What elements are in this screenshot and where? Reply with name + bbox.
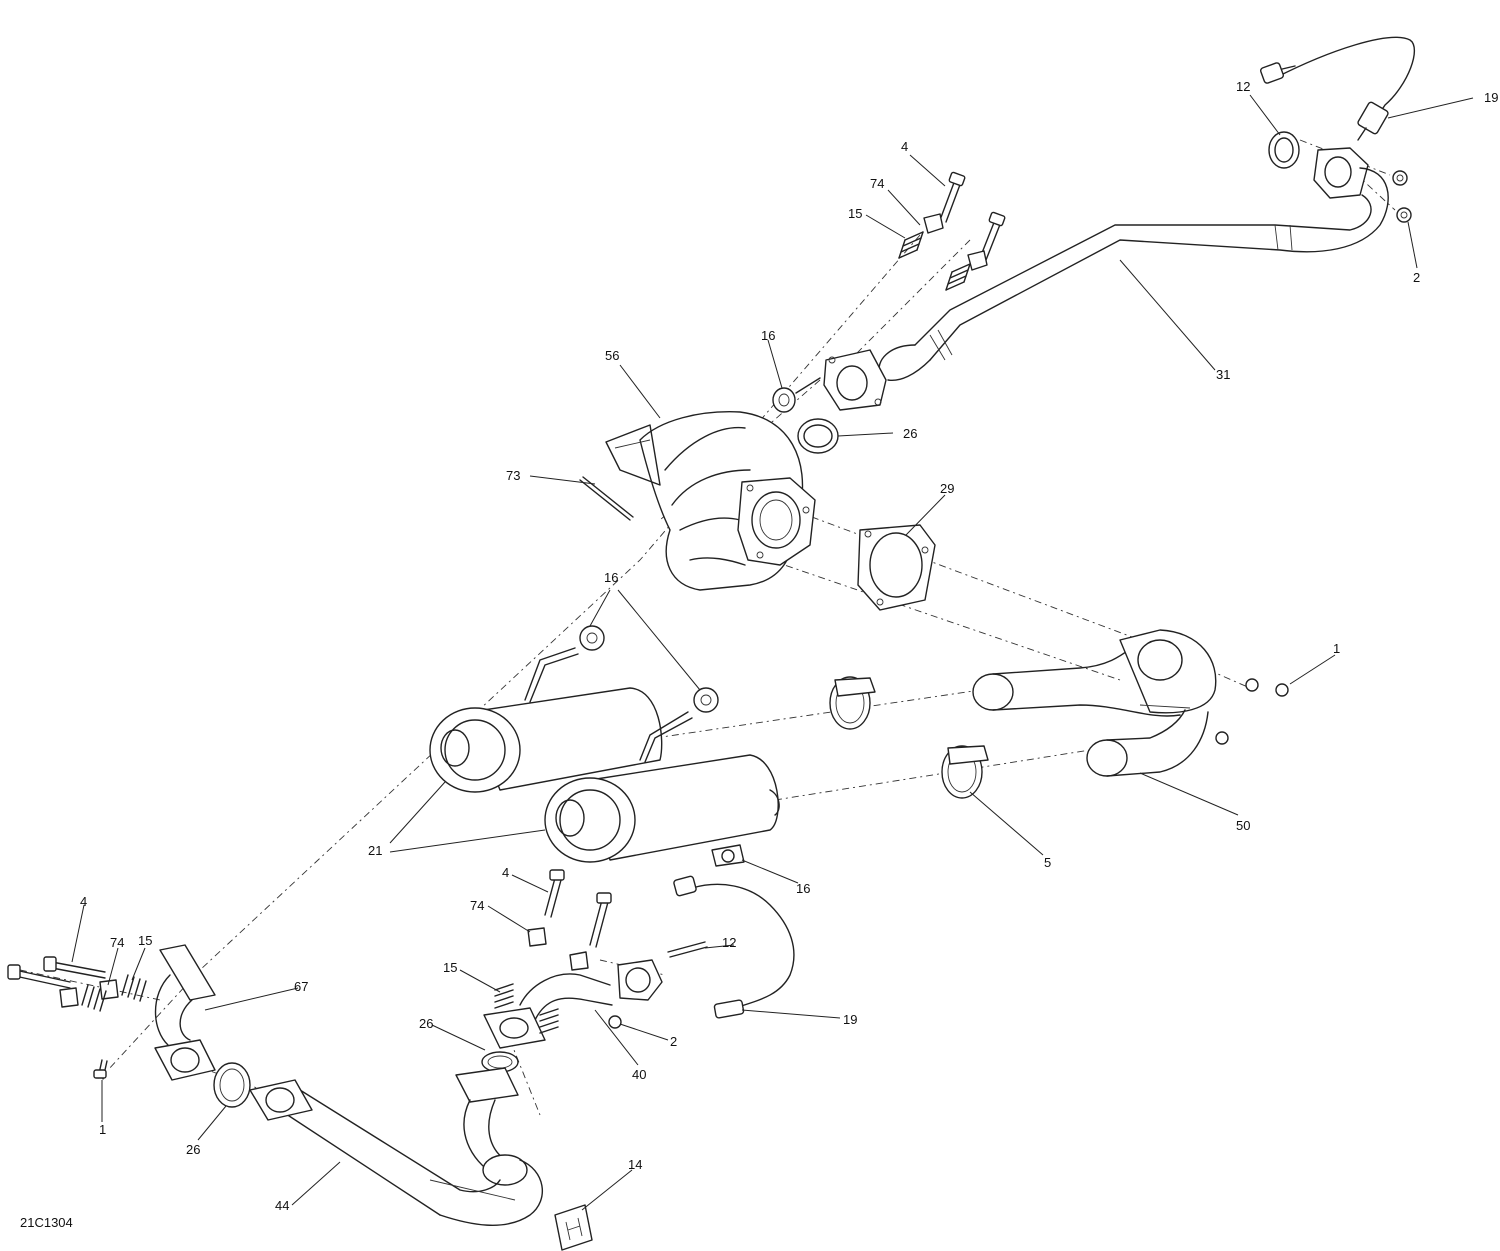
callout-26-mid: 26 bbox=[419, 1016, 433, 1031]
callout-74-mid: 74 bbox=[470, 898, 484, 913]
callout-4-top: 4 bbox=[901, 139, 908, 154]
spring-15-mid-1 bbox=[494, 983, 514, 1009]
spring-15-left-1 bbox=[81, 984, 107, 1012]
callout-31: 31 bbox=[1216, 367, 1230, 382]
washer-top-1 bbox=[923, 213, 944, 234]
spring-12-mid bbox=[667, 941, 708, 958]
callout-4-mid: 4 bbox=[502, 865, 509, 880]
callout-29: 29 bbox=[940, 481, 954, 496]
callout-19-top: 19 bbox=[1484, 90, 1498, 105]
spring-top-2 bbox=[945, 263, 971, 291]
callout-21: 21 bbox=[368, 843, 382, 858]
grommet-16-mid-1 bbox=[579, 625, 605, 651]
callout-50: 50 bbox=[1236, 818, 1250, 833]
washer-74-left-1 bbox=[59, 987, 79, 1008]
callout-40: 40 bbox=[632, 1067, 646, 1082]
nut-top-1 bbox=[1392, 170, 1408, 186]
seal-ring-26-top bbox=[797, 418, 839, 454]
spring-15-mid-2 bbox=[539, 1008, 559, 1034]
clamp-5-lower bbox=[941, 745, 989, 799]
callout-16-top: 16 bbox=[761, 328, 775, 343]
spring-top-1 bbox=[898, 231, 924, 259]
callout-4-left: 4 bbox=[80, 894, 87, 909]
oxygen-sensor-top bbox=[1260, 36, 1415, 141]
muffler-hanger-16-low bbox=[711, 844, 745, 867]
callout-14: 14 bbox=[628, 1157, 642, 1172]
bolt-4-mid-1 bbox=[544, 869, 565, 918]
bolt-1-right-c bbox=[1215, 731, 1229, 745]
oxygen-sensor-lower bbox=[673, 875, 795, 1019]
callout-labels: 19 12 2 4 74 15 31 16 56 26 73 29 16 1 5… bbox=[80, 79, 1498, 1213]
muffler-21-lower bbox=[544, 754, 780, 863]
clamp-5-upper bbox=[829, 676, 876, 730]
callout-15-mid: 15 bbox=[443, 960, 457, 975]
nut-2-low bbox=[608, 1015, 622, 1029]
spring-15-left-2 bbox=[121, 974, 147, 1002]
y-pipe-50 bbox=[972, 629, 1217, 777]
callout-74-left: 74 bbox=[110, 935, 124, 950]
callout-74-top: 74 bbox=[870, 176, 884, 191]
callout-16-mid: 16 bbox=[604, 570, 618, 585]
bolt-4-mid-2 bbox=[589, 892, 612, 948]
callout-12-mid: 12 bbox=[722, 935, 736, 950]
bolt-1-right-a bbox=[1245, 678, 1259, 692]
muffler-21-upper bbox=[429, 647, 693, 793]
callout-19-low: 19 bbox=[843, 1012, 857, 1027]
seal-ring-26-low bbox=[213, 1062, 251, 1108]
bolt-4-left-2 bbox=[43, 956, 106, 979]
callout-5: 5 bbox=[1044, 855, 1051, 870]
seal-ring-26-mid bbox=[481, 1051, 519, 1073]
grommet-16-top bbox=[772, 377, 821, 413]
callout-2-low: 2 bbox=[670, 1034, 677, 1049]
catalytic-converter-56 bbox=[605, 411, 816, 591]
callout-26-low: 26 bbox=[186, 1142, 200, 1157]
washer-top-2 bbox=[967, 250, 988, 271]
bolt-top-1 bbox=[939, 171, 966, 223]
assembly-guide-lines bbox=[19, 139, 1396, 1116]
callout-26-top: 26 bbox=[903, 426, 917, 441]
gasket-ring-top bbox=[1268, 131, 1300, 169]
callout-15-left: 15 bbox=[138, 933, 152, 948]
bolt-1-right-b bbox=[1275, 683, 1289, 697]
callout-44: 44 bbox=[275, 1198, 289, 1213]
callout-67: 67 bbox=[294, 979, 308, 994]
bolt-4-left-1 bbox=[7, 964, 71, 989]
rubber-hanger-14 bbox=[554, 1204, 593, 1251]
washer-74-mid-2 bbox=[569, 951, 589, 971]
gasket-29 bbox=[857, 524, 936, 611]
header-pipe-31 bbox=[823, 147, 1389, 411]
callout-12-top: 12 bbox=[1236, 79, 1250, 94]
callout-1-left: 1 bbox=[99, 1122, 106, 1137]
front-pipe-67 bbox=[154, 944, 216, 1081]
reference-code: 21C1304 bbox=[20, 1215, 73, 1230]
front-header-40 bbox=[483, 959, 663, 1049]
callout-15-top: 15 bbox=[848, 206, 862, 221]
callout-73: 73 bbox=[506, 468, 520, 483]
nut-top-2 bbox=[1396, 207, 1412, 223]
callout-56: 56 bbox=[605, 348, 619, 363]
grommet-16-mid-2 bbox=[693, 687, 719, 713]
washer-74-mid-1 bbox=[527, 927, 547, 947]
bolt-1-left bbox=[93, 1059, 108, 1080]
callout-16-low: 16 bbox=[796, 881, 810, 896]
leader-lines bbox=[71, 94, 1474, 1211]
callout-1-right: 1 bbox=[1333, 641, 1340, 656]
lower-pipe-44 bbox=[249, 1067, 544, 1226]
callout-2-top: 2 bbox=[1413, 270, 1420, 285]
